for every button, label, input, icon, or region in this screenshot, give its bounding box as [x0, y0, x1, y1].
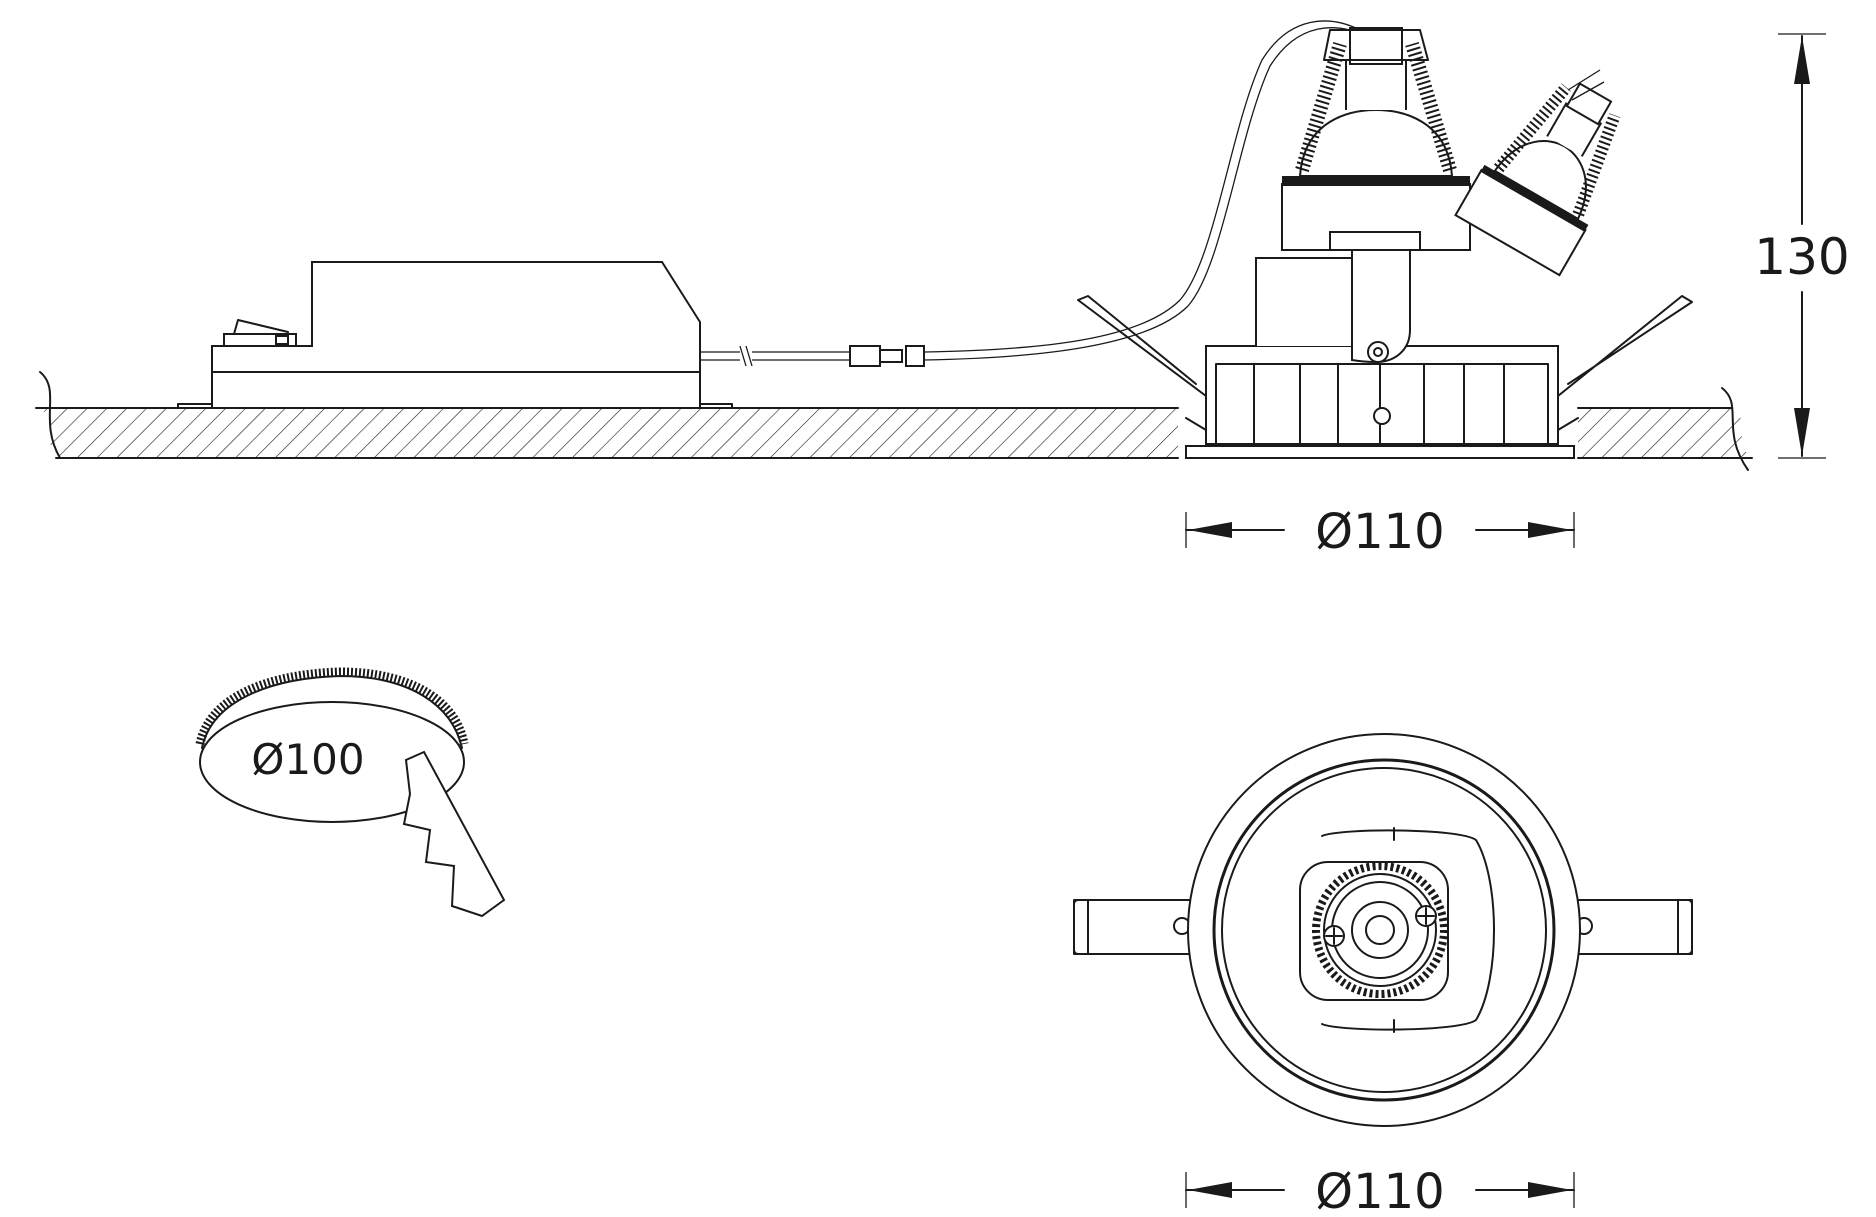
height-label: 130 [1754, 228, 1849, 286]
driver-box [177, 261, 733, 409]
screw-right-icon [1415, 905, 1437, 927]
front-width-label: Ø110 [1315, 1164, 1444, 1217]
ceiling-section-right [1577, 387, 1753, 471]
height-dimension: 130 [1754, 33, 1850, 459]
front-clips [1073, 899, 1693, 955]
side-view: Ø110 130 [35, 20, 1850, 560]
front-width-dimension: Ø110 [1185, 1164, 1575, 1217]
side-width-label: Ø110 [1315, 504, 1444, 560]
front-view: Ø110 [1073, 733, 1693, 1217]
side-width-dimension: Ø110 [1185, 504, 1575, 560]
cutout-label: Ø100 [251, 735, 364, 784]
cutout-icon: Ø100 [195, 667, 506, 918]
fixture-side [1077, 27, 1693, 459]
cable [700, 20, 1367, 367]
screw-left-icon [1323, 925, 1345, 947]
